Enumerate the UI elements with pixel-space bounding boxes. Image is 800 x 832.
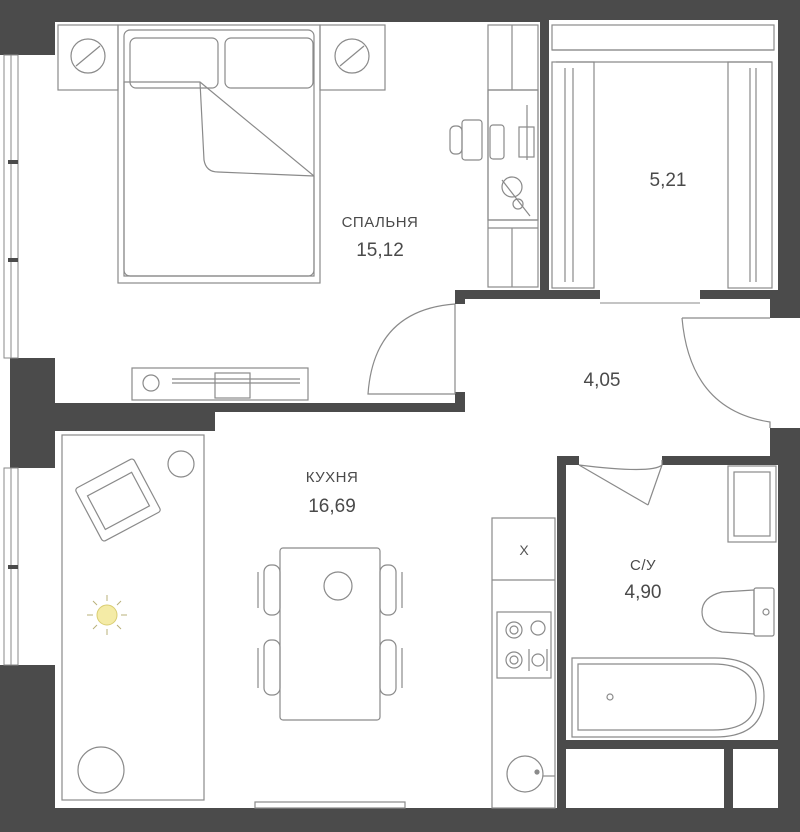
wall-bathroom-top-right	[662, 456, 780, 465]
wall-bathroom-bottom	[557, 740, 778, 749]
pillow-right	[224, 37, 314, 89]
storage-shelf-top	[551, 24, 775, 51]
sofa	[61, 434, 205, 801]
ceiling-light-icon	[87, 595, 127, 635]
wall-bedroom-hall	[455, 290, 547, 299]
blanket-fold	[199, 81, 315, 177]
bedroom-name: СПАЛЬНЯ	[342, 214, 419, 231]
wall-storage-left	[540, 20, 549, 299]
table-decor-icon	[323, 571, 353, 601]
window-mullions	[8, 160, 18, 569]
hall-area: 4,05	[584, 370, 621, 391]
nightstand-right	[319, 24, 386, 91]
wall-bedroom-kitchen	[55, 403, 465, 412]
wall-bottom	[0, 808, 800, 832]
wall-left-bottom	[0, 665, 55, 832]
bathroom-area: 4,90	[625, 582, 662, 603]
wall-door-jamb-top	[455, 290, 465, 304]
wall-right-upper	[778, 0, 800, 318]
round-table	[77, 746, 125, 794]
wall-top-right	[540, 0, 800, 20]
windows-left	[3, 54, 19, 666]
tv-console	[131, 367, 309, 401]
console-speaker-icon	[142, 374, 160, 392]
nightstand-left	[57, 24, 119, 91]
wall-right-lower	[778, 428, 800, 832]
doors	[367, 303, 771, 506]
bath-drain-icon	[606, 693, 614, 701]
wall-left-pier	[10, 358, 55, 468]
bathroom-fixtures	[571, 465, 777, 738]
wall-storage-bottom-right	[700, 290, 780, 299]
kitchen-area: 16,69	[308, 496, 356, 517]
wall-hall-right-jamb	[770, 290, 780, 318]
wall-kitchen-notch	[55, 403, 215, 431]
bedroom-door	[367, 303, 456, 395]
wall-bathroom-left	[557, 456, 566, 808]
lamp-right-icon	[334, 38, 370, 74]
stove	[496, 611, 552, 679]
bathroom-door	[578, 460, 663, 506]
kitchen-furniture	[61, 434, 556, 809]
chair-left-1	[263, 564, 281, 616]
fridge-mark: X	[519, 542, 529, 558]
burner-icon	[531, 653, 545, 667]
wall-shaft-left	[724, 745, 733, 810]
storage-furniture	[551, 24, 775, 304]
blanket	[123, 81, 315, 277]
bathroom-name: С/У	[630, 557, 656, 574]
storage-area: 5,21	[650, 170, 687, 191]
burner-icon	[505, 621, 523, 639]
wall-left-top	[0, 0, 55, 55]
wall-hall-right-jamb-lower	[770, 428, 780, 458]
wall-storage-bottom-left	[540, 290, 600, 299]
bedroom-area: 15,12	[356, 240, 404, 261]
sink-icon	[506, 755, 544, 793]
balcony-door	[254, 801, 406, 809]
wall-bathroom-top-left	[557, 456, 579, 465]
bed	[117, 24, 321, 284]
entrance-door	[681, 317, 771, 428]
kitchen-name: КУХНЯ	[306, 469, 359, 486]
bedroom-furniture	[57, 24, 539, 401]
desk-chair	[461, 119, 483, 161]
chair-right-1	[379, 564, 397, 616]
toilet	[701, 589, 755, 635]
bathtub	[571, 657, 765, 738]
chair-left-2	[263, 639, 281, 696]
wall-door-jamb	[455, 392, 465, 412]
armchair	[75, 458, 161, 542]
pillow-left	[129, 37, 219, 89]
lamp-left-icon	[70, 38, 106, 74]
side-table-icon	[167, 450, 195, 478]
dining-table	[279, 547, 381, 721]
wall-top	[0, 0, 548, 22]
desk	[487, 89, 539, 221]
washing-machine	[727, 465, 777, 543]
chair-right-2	[379, 639, 397, 696]
desk-lamp-icon	[501, 176, 523, 198]
wardrobe	[487, 24, 539, 288]
burner-icon	[505, 651, 523, 669]
kitchen-counter	[491, 517, 556, 809]
burner-icon	[530, 620, 546, 636]
